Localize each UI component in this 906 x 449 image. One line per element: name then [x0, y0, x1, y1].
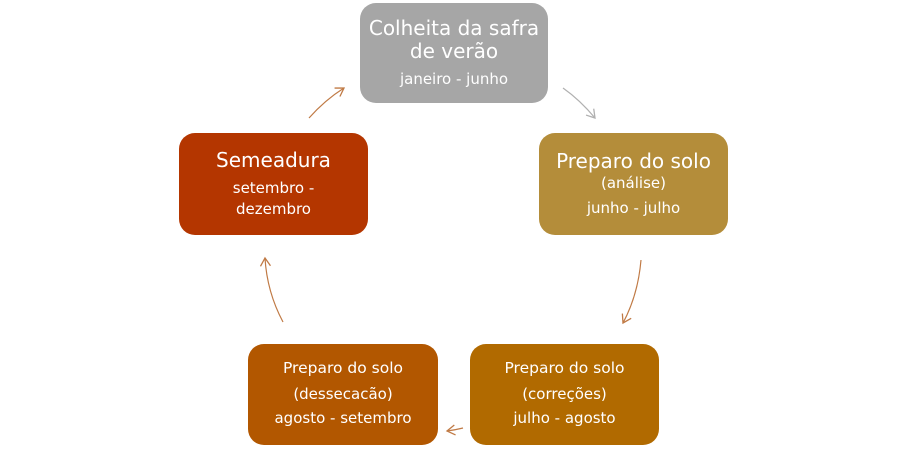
arrow-semeadura-to-colheita — [308, 87, 346, 119]
node-colheita-title-line-1: Colheita da safra — [368, 15, 540, 40]
node-preparo-analise: Preparo do solo (análise) junho - julho — [539, 133, 728, 235]
node-semeadura-period-line-2: dezembro — [235, 199, 311, 218]
node-correcoes-period: julho - agosto — [513, 409, 616, 428]
node-semeadura: Semeadura setembro - dezembro — [179, 133, 368, 235]
arrow-dessecacao-to-semeadura — [259, 256, 284, 323]
node-colheita-period: janeiro - junho — [399, 69, 509, 88]
node-colheita-title: Colheita da safra de verão — [368, 15, 540, 63]
arrow-correcoes-to-dessecacao — [445, 424, 464, 436]
node-correcoes-title: Preparo do solo — [504, 359, 625, 378]
node-colheita-title-line-2: de verão — [409, 38, 499, 63]
node-dessecacao-period: agosto - setembro — [274, 409, 412, 428]
node-semeadura-title: Semeadura — [216, 148, 331, 173]
arrow-colheita-to-analise — [562, 87, 596, 119]
arrow-analise-to-correcoes — [621, 259, 642, 325]
node-dessecacao: Preparo do solo (dessecacão) agosto - se… — [248, 344, 438, 445]
node-semeadura-period-line-1: setembro - — [232, 179, 315, 198]
node-preparo-analise-period: junho - julho — [586, 198, 681, 217]
node-correcoes: Preparo do solo (correções) julho - agos… — [470, 344, 659, 445]
node-semeadura-period: setembro - dezembro — [233, 178, 314, 219]
node-dessecacao-qualifier: (dessecacão) — [293, 385, 393, 404]
node-dessecacao-title: Preparo do solo — [282, 359, 404, 378]
node-preparo-analise-title: Preparo do solo — [556, 149, 711, 174]
node-correcoes-qualifier: (correções) — [522, 385, 607, 404]
node-preparo-analise-qualifier: (análise) — [601, 174, 666, 193]
node-colheita: Colheita da safra de verão janeiro - jun… — [360, 3, 548, 103]
